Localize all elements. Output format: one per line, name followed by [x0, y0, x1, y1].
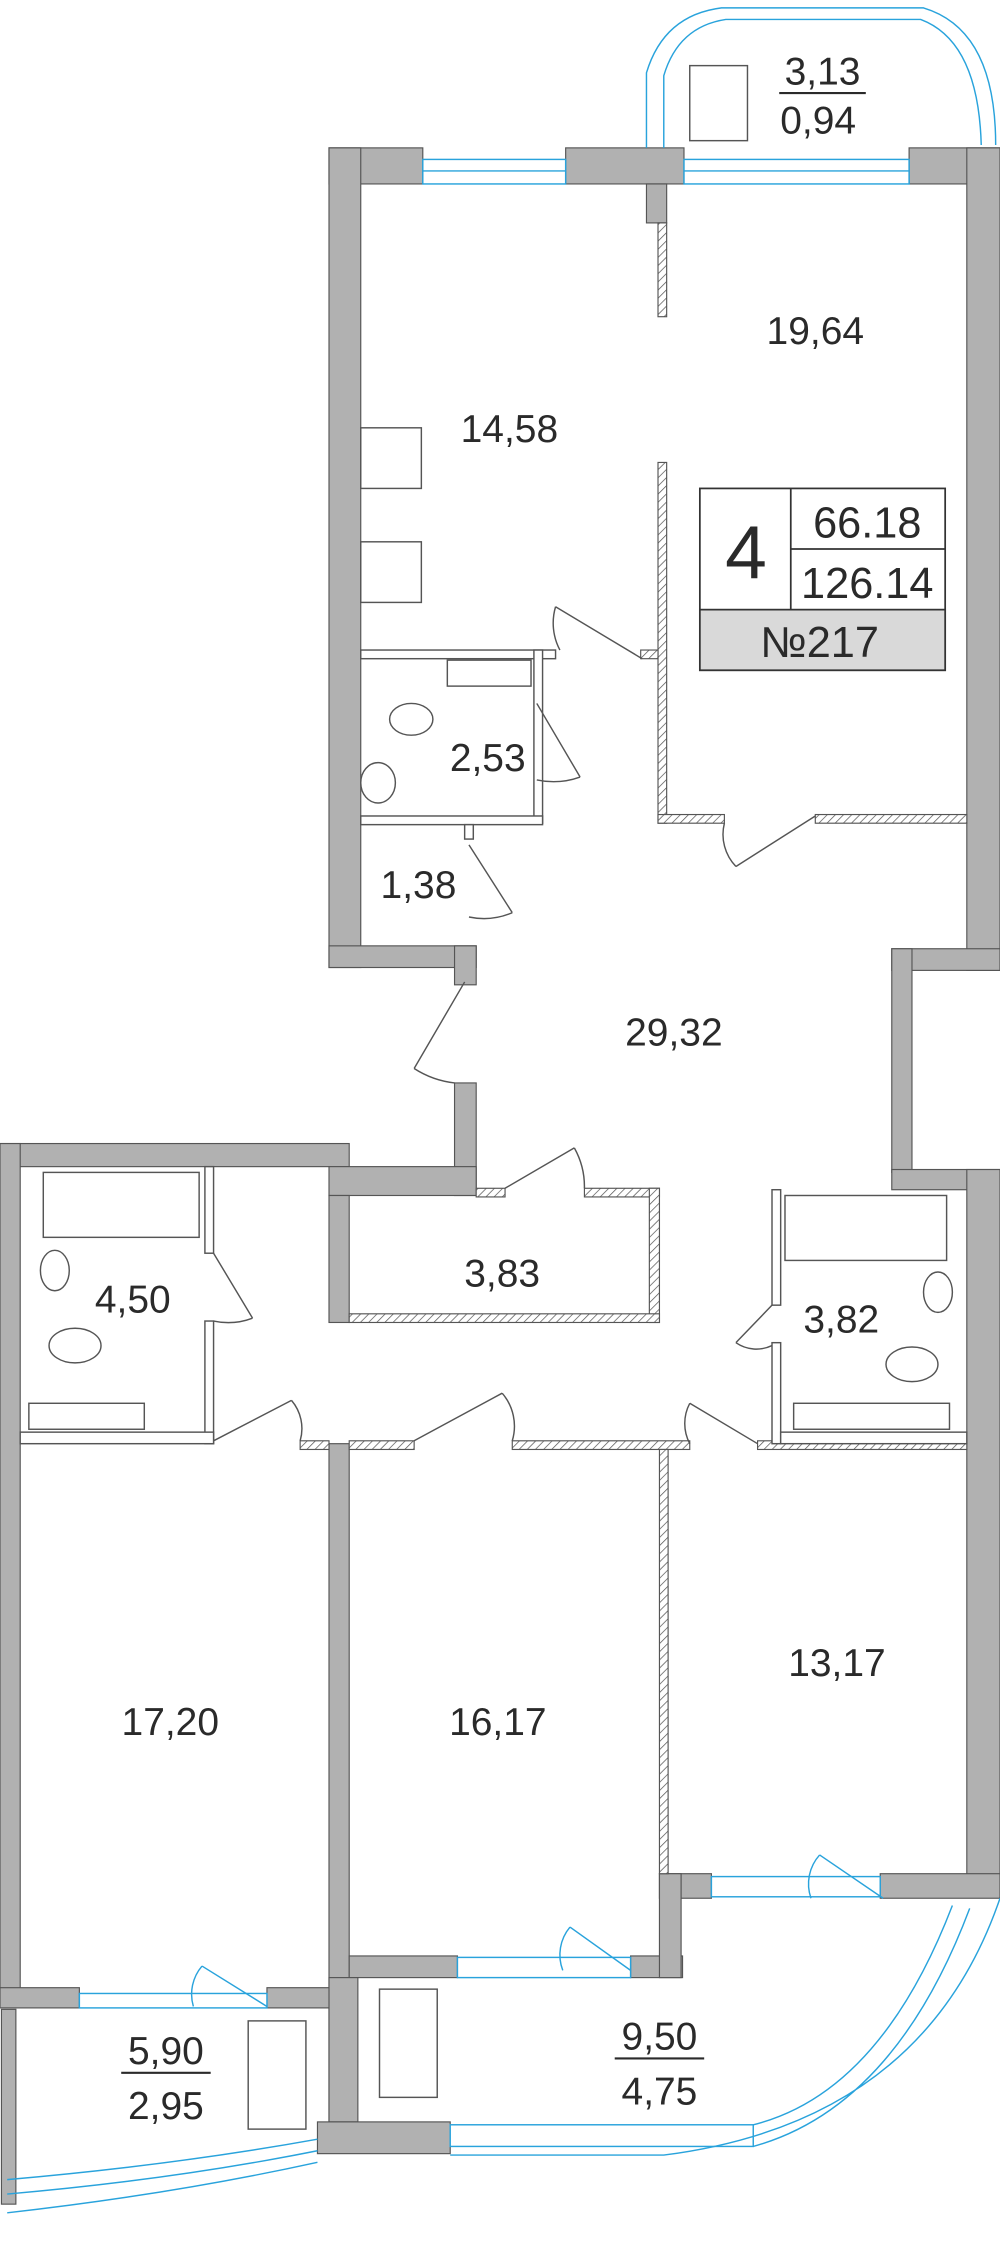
partitions — [19, 222, 968, 1875]
apartment-number: №217 — [760, 619, 879, 667]
kitchen-area: 14,58 — [461, 408, 558, 451]
windows — [7, 7, 1000, 2214]
balcony-top-area: 3,13 — [785, 50, 861, 93]
living-room-area: 19,64 — [767, 310, 864, 353]
balcony-right-area: 9,50 — [622, 2016, 698, 2059]
walls — [0, 147, 1000, 2205]
balcony-top-reduced: 0,94 — [780, 99, 856, 142]
total-area: 126.14 — [801, 560, 933, 608]
bedroom-left-area: 17,20 — [122, 1701, 219, 1744]
hall-area: 29,32 — [625, 1011, 722, 1054]
balcony-right-reduced: 4,75 — [622, 2071, 698, 2114]
balcony-left-area: 5,90 — [128, 2030, 204, 2073]
bedroom-middle-area: 16,17 — [449, 1701, 546, 1744]
bedroom-right-area: 13,17 — [788, 1642, 885, 1685]
rooms-count: 4 — [725, 510, 767, 594]
living-area: 66.18 — [813, 499, 921, 547]
bathroom-small-area: 2,53 — [450, 737, 526, 780]
doors — [212, 606, 816, 1445]
bathroom-left-area: 4,50 — [95, 1278, 171, 1321]
fixtures — [28, 64, 954, 2130]
wardrobe-area: 3,83 — [464, 1252, 540, 1295]
apartment-info-box: 4 66.18 126.14 №217 — [698, 487, 947, 672]
room-labels: 3,13 0,94 19,64 14,58 2,53 1,38 29,32 3,… — [95, 50, 886, 2128]
bathroom-right-area: 3,82 — [803, 1299, 879, 1342]
balcony-left-reduced: 2,95 — [128, 2085, 204, 2128]
storage-area: 1,38 — [381, 864, 457, 907]
